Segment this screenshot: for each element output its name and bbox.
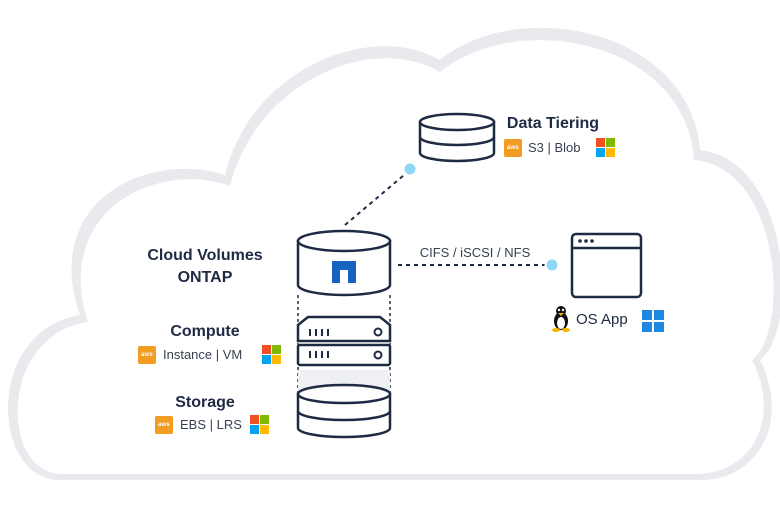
aws-icon: aws bbox=[155, 416, 173, 434]
data-tiering-services: S3 | Blob bbox=[528, 140, 581, 155]
windows-logo-icon bbox=[642, 310, 664, 332]
microsoft-logo-icon bbox=[596, 138, 615, 157]
aws-icon: aws bbox=[504, 139, 522, 157]
connector-tiering bbox=[344, 169, 411, 226]
compute-services: Instance | VM bbox=[163, 347, 243, 362]
window-dots bbox=[578, 239, 594, 243]
connector-dot bbox=[402, 161, 418, 177]
connector-dot bbox=[544, 257, 560, 273]
microsoft-logo-icon bbox=[262, 345, 281, 364]
microsoft-logo-icon bbox=[250, 415, 269, 434]
data-tiering-disk-icon bbox=[418, 112, 496, 163]
data-tiering-title: Data Tiering bbox=[506, 115, 600, 132]
netapp-logo-icon bbox=[332, 261, 356, 283]
storage-disk-icon bbox=[296, 383, 392, 439]
cloud-volumes-title-line2: ONTAP bbox=[177, 269, 233, 286]
compute-title: Compute bbox=[170, 323, 240, 340]
os-app-label: OS App bbox=[576, 311, 628, 328]
protocols-label: CIFS / iSCSI / NFS bbox=[419, 245, 531, 260]
storage-title: Storage bbox=[175, 394, 235, 411]
linux-penguin-icon bbox=[552, 306, 570, 332]
compute-server-lights bbox=[309, 327, 383, 360]
cloud-background bbox=[8, 27, 780, 480]
cloud-volumes-title-line1: Cloud Volumes bbox=[147, 247, 263, 264]
aws-icon: aws bbox=[138, 346, 156, 364]
app-window-icon bbox=[570, 232, 643, 299]
storage-services: EBS | LRS bbox=[180, 417, 242, 432]
